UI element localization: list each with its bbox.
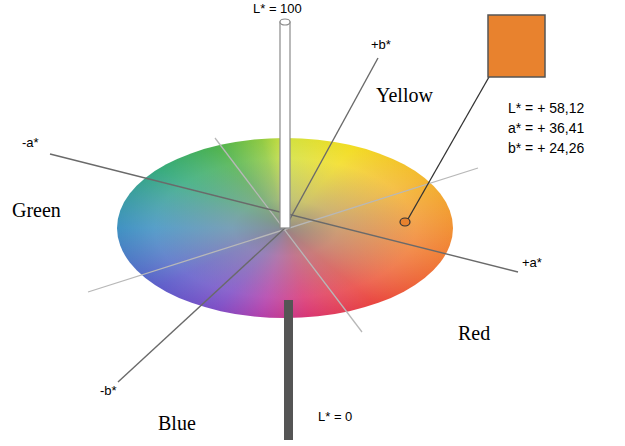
- axis-label: L* = 0: [318, 410, 352, 425]
- color-name: Green: [12, 199, 61, 222]
- value-label: L* = + 58,12: [508, 100, 584, 116]
- b-axis: [285, 58, 378, 228]
- axis-label: L* = 100: [253, 2, 302, 17]
- b-axis: [118, 228, 285, 382]
- l-axis-cap: [280, 19, 290, 25]
- value-label: b* = + 24,26: [508, 140, 584, 156]
- axis-label: +b*: [371, 38, 391, 53]
- axis-label: -b*: [100, 384, 117, 399]
- sample-swatch: [488, 15, 545, 77]
- color-name: Yellow: [376, 84, 433, 107]
- axis-label: +a*: [522, 256, 542, 271]
- l-axis-dark: [284, 300, 293, 440]
- l-axis-white: [280, 22, 290, 228]
- value-label: a* = + 36,41: [508, 120, 584, 136]
- axis-label: -a*: [22, 136, 39, 151]
- color-name: Blue: [158, 412, 196, 435]
- sample-dot: [400, 218, 410, 226]
- color-name: Red: [458, 322, 490, 345]
